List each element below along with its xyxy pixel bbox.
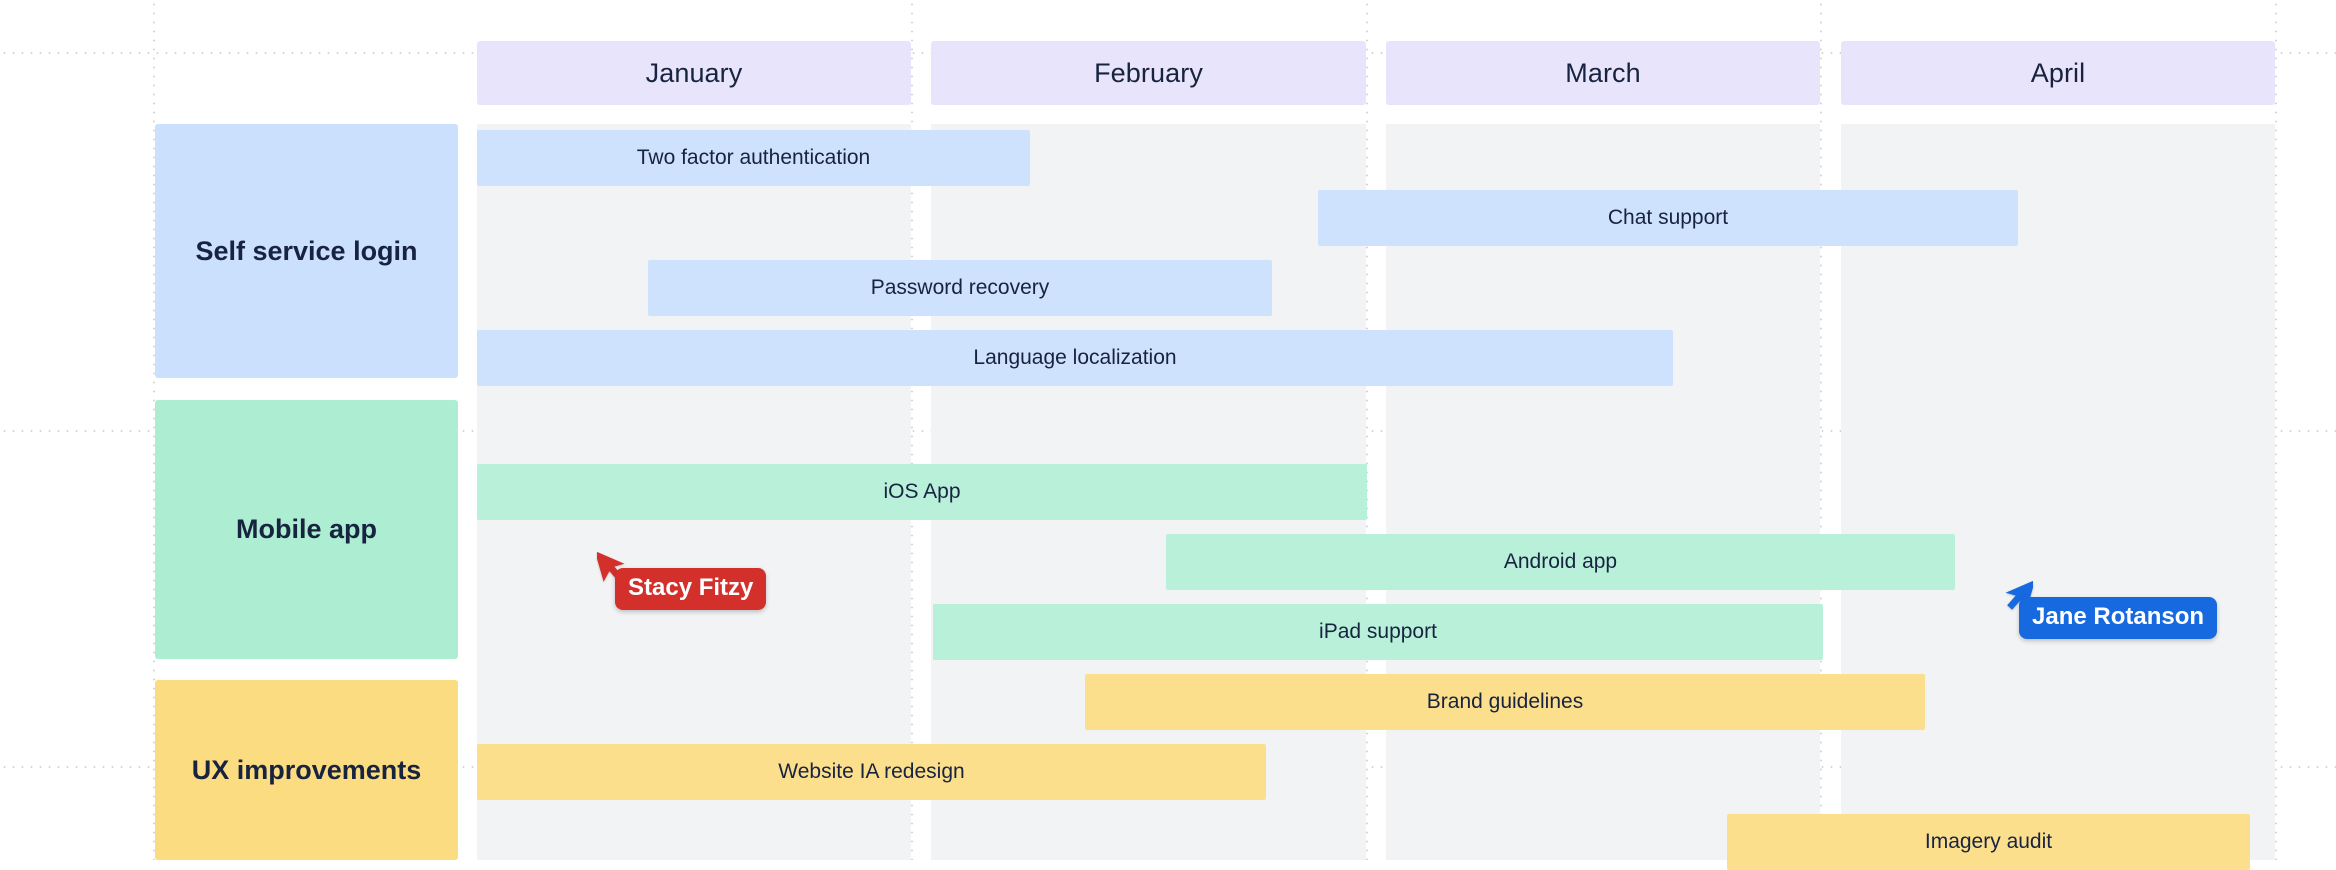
task-bar[interactable]: Two factor authentication [477,130,1030,186]
task-bar[interactable]: Android app [1166,534,1955,590]
task-bar-label: Imagery audit [1924,830,2053,853]
cursor-name-tag: Stacy Fitzy [615,568,767,610]
month-header-label: January [645,57,743,88]
task-bar[interactable]: iPad support [933,604,1823,660]
task-bar-label: Website IA redesign [778,760,965,783]
collaborator-cursor: Stacy Fitzy [597,546,767,610]
task-bar-label: Two factor authentication [636,146,871,169]
group-label: Self service login [195,235,418,266]
task-bar-label: Chat support [1607,206,1729,229]
grid-line-vertical [1366,0,1368,860]
month-header-label: February [1094,57,1203,88]
group-label: UX improvements [191,754,422,785]
month-lane-april [1841,124,2275,860]
grid-line-vertical [911,0,913,860]
month-header-april[interactable]: April [1841,41,2275,105]
month-header-january[interactable]: January [477,41,911,105]
month-header-february[interactable]: February [931,41,1366,105]
task-bar[interactable]: Chat support [1318,190,2018,246]
group-block-mobile-app[interactable]: Mobile app [155,400,458,659]
collaborator-cursor: Jane Rotanson [2003,575,2218,639]
month-header-label: March [1565,57,1641,88]
cursor-name-tag: Jane Rotanson [2019,597,2218,639]
task-bar-label: Language localization [973,346,1177,369]
task-bar-label: Android app [1503,550,1618,573]
task-bar[interactable]: Language localization [477,330,1673,386]
task-bar[interactable]: Password recovery [648,260,1272,316]
task-bar[interactable]: iOS App [477,464,1367,520]
task-bar[interactable]: Website IA redesign [477,744,1266,800]
task-bar[interactable]: Imagery audit [1727,814,2250,870]
task-bar-label: Brand guidelines [1426,690,1584,713]
task-bar-label: iPad support [1319,620,1437,643]
month-header-march[interactable]: March [1386,41,1820,105]
group-label: Mobile app [236,514,377,545]
group-block-ux-improvements[interactable]: UX improvements [155,680,458,860]
grid-line-vertical [1820,0,1822,860]
grid-line-vertical [2275,0,2277,860]
month-lane-march [1386,124,1820,860]
task-bar[interactable]: Brand guidelines [1085,674,1925,730]
task-bar-label: iOS App [883,480,961,503]
task-bar-label: Password recovery [870,276,1050,299]
month-header-label: April [2030,57,2086,88]
group-block-self-service-login[interactable]: Self service login [155,124,458,378]
